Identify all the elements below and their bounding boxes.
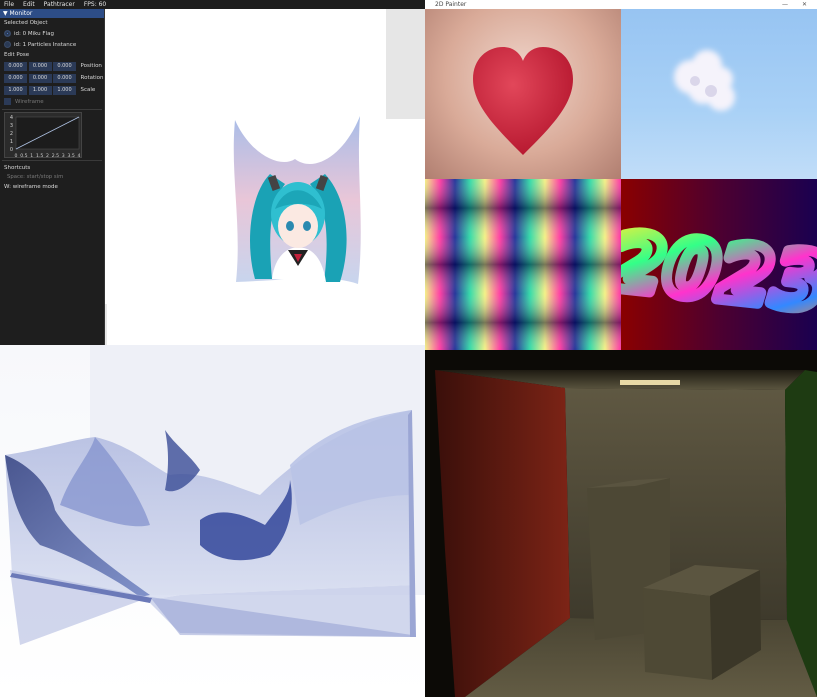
close-button[interactable]: ✕ (801, 1, 807, 8)
scale-row: 1.000 1.000 1.000 Scale (0, 84, 104, 96)
scale-z-field[interactable]: 1.000 (53, 85, 76, 95)
x-tick-label: 1.5 (36, 153, 43, 159)
shortcuts-label: Shortcuts (4, 165, 31, 171)
year-tile: 2023 (621, 179, 817, 350)
radio-icon[interactable] (4, 30, 11, 37)
cornell-box-render (425, 350, 817, 697)
rotation-y-field[interactable]: 0.000 (28, 73, 52, 83)
rotation-label: Rotation (80, 75, 104, 81)
fluid-render (0, 345, 425, 697)
scale-x-field[interactable]: 1.000 (4, 85, 27, 95)
painter-title-bar: 2D Painter — ✕ (425, 0, 817, 9)
minimize-button[interactable]: — (781, 1, 788, 8)
position-x-field[interactable]: 0.000 (4, 61, 27, 71)
year-text: 2023 (621, 217, 817, 329)
x-tick-label: 3 (62, 153, 65, 159)
viewport-gray-block (386, 9, 425, 119)
y-tick-label: 1 (10, 139, 13, 145)
y-tick-label: 2 (10, 131, 13, 137)
series-line (15, 116, 80, 150)
object-option-0[interactable]: id: 0 Miku Flag (0, 28, 104, 39)
x-tick-label: 0 (15, 153, 18, 159)
x-tick-label: 3.5 (67, 153, 74, 159)
heart-icon (473, 47, 573, 155)
monitor-header[interactable]: ▼ Monitor (0, 9, 104, 18)
menu-file[interactable]: File (4, 1, 15, 8)
fluid-scene (0, 345, 425, 697)
x-tick-label: 2.5 (52, 153, 59, 159)
x-tick-label: 2 (46, 153, 49, 159)
plaid-pattern (425, 179, 621, 350)
rotation-x-field[interactable]: 0.000 (4, 73, 27, 83)
cloud-icon (674, 50, 735, 111)
rotation-z-field[interactable]: 0.000 (53, 73, 76, 83)
scale-y-field[interactable]: 1.000 (28, 85, 52, 95)
position-z-field[interactable]: 0.000 (53, 61, 76, 71)
divider (2, 109, 102, 110)
position-label: Position (80, 63, 102, 69)
plaid-pattern-tile (425, 179, 621, 350)
cloud-tile (621, 9, 817, 179)
y-tick-label: 4 (10, 115, 13, 121)
year-graphic: 2023 (621, 211, 817, 334)
x-tick-label: 1 (30, 153, 33, 159)
checkbox-icon[interactable] (4, 98, 11, 105)
rotation-row: 0.000 0.000 0.000 Rotation (0, 72, 104, 84)
position-row: 0.000 0.000 0.000 Position (0, 60, 104, 72)
shortcut-space: Space: start/stop sim (7, 174, 64, 180)
object-option-0-label: id: 0 Miku Flag (14, 30, 54, 37)
radio-icon[interactable] (4, 41, 11, 48)
painter-title: 2D Painter (435, 1, 467, 8)
object-option-1-label: id: 1 Particles Instance (14, 41, 77, 48)
selected-object-label: Selected Object (4, 20, 48, 26)
heart-tile (425, 9, 621, 179)
cornell-box-scene (425, 350, 817, 697)
miku-flag-mesh[interactable] (230, 114, 365, 294)
object-option-1[interactable]: id: 1 Particles Instance (0, 39, 104, 50)
3d-viewport[interactable] (85, 9, 425, 345)
monitor-panel: ▼ Monitor Selected Object id: 0 Miku Fla… (0, 9, 105, 345)
y-tick-label: 3 (10, 123, 13, 129)
edit-pose-label: Edit Pose (4, 52, 30, 58)
wireframe-label: Wireframe (15, 98, 44, 105)
divider (2, 160, 102, 161)
scale-label: Scale (80, 87, 96, 93)
menu-bar: File Edit Pathtracer FPS: 60 (0, 0, 425, 9)
fps-readout: FPS: 60 (83, 1, 107, 8)
x-tick-label: 0.5 (20, 153, 27, 159)
menu-pathtracer[interactable]: Pathtracer (43, 1, 75, 8)
y-tick-label: 0 (10, 147, 13, 153)
simulator-window: File Edit Pathtracer FPS: 60 ▼ Monitor S… (0, 0, 425, 345)
position-y-field[interactable]: 0.000 (28, 61, 52, 71)
wireframe-toggle[interactable]: Wireframe (0, 96, 104, 107)
shortcut-w: W: wireframe mode (4, 184, 58, 190)
menu-edit[interactable]: Edit (23, 1, 35, 8)
x-tick-label: 4 (78, 153, 81, 159)
